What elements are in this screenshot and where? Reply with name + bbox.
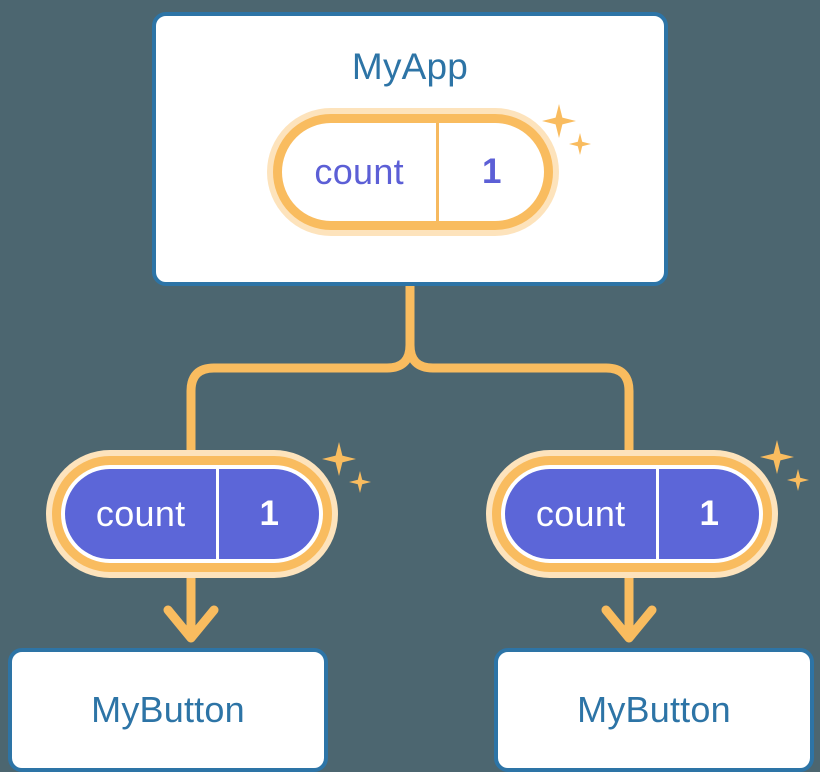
component-label-mybutton-left: MyButton [91,689,245,730]
component-card-mybutton-left[interactable]: MyButton [8,648,328,772]
state-pill-body: count 1 [492,456,772,572]
state-pill-divider [216,469,220,559]
state-key-root: count [314,151,404,192]
state-key-child-right: count [535,493,626,534]
state-pill-body: count 1 [52,456,332,572]
sparkle-icon [787,469,809,491]
sparkle-icon [322,442,356,476]
state-pill-inner: count 1 [65,469,319,559]
state-pill-inner: count 1 [505,469,759,559]
component-label-myapp: MyApp [351,46,469,87]
state-pill-root[interactable]: count 1 [267,108,559,236]
state-pill-child-right[interactable]: count 1 [486,450,778,578]
state-pill-body: count 1 [273,114,553,230]
arrow-down-left [163,563,219,643]
state-value-child-right: 1 [699,494,719,533]
state-pill-child-left[interactable]: count 1 [46,450,338,578]
sparkle-icon [760,440,794,474]
connector-trunk-and-branches [186,281,634,457]
state-key-child-left: count [95,493,186,534]
state-value-child-left: 1 [259,494,279,533]
state-pill-divider [656,469,660,559]
sparkle-icon [349,471,371,493]
component-label-mybutton-right: MyButton [577,689,731,730]
state-pill-divider [436,123,440,221]
component-card-mybutton-right[interactable]: MyButton [494,648,814,772]
arrow-down-right [601,563,657,643]
state-value-root: 1 [481,152,502,191]
